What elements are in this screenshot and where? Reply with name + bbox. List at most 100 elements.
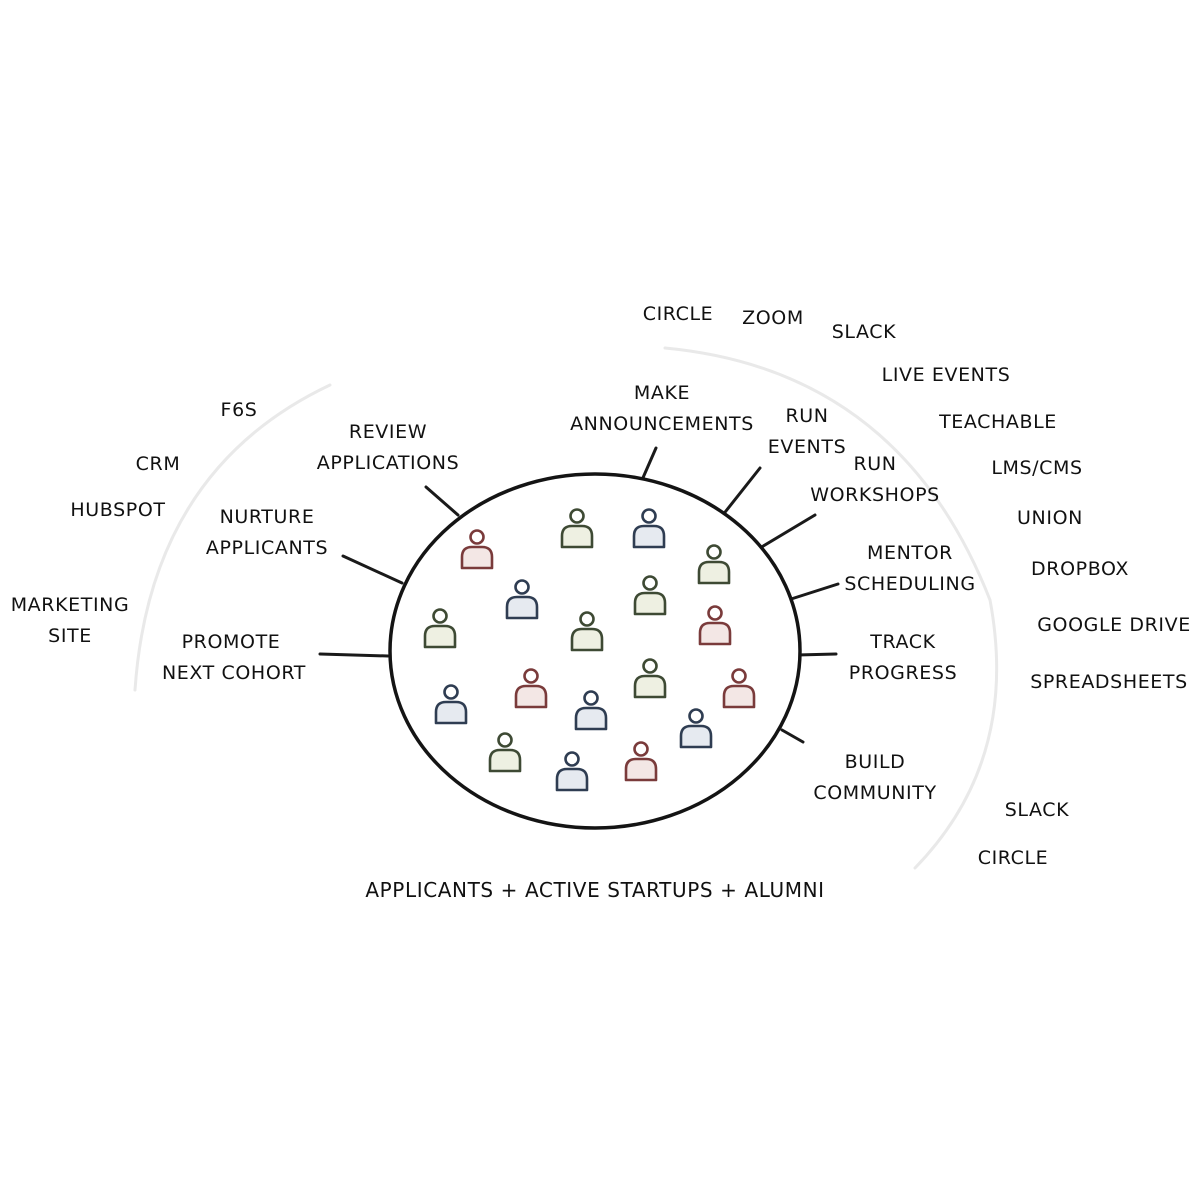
person-icon [679, 708, 713, 749]
person-head [633, 741, 649, 757]
activity-community-line1: BUILD [845, 751, 906, 773]
person-icon [697, 544, 731, 585]
spoke-review [424, 485, 460, 517]
person-body [514, 684, 548, 709]
spoke-community [780, 728, 805, 744]
spokes [318, 446, 840, 744]
person-head [569, 508, 585, 524]
person-head [707, 605, 723, 621]
person-icon [460, 529, 494, 570]
tool-union: UNION [1017, 507, 1083, 529]
person-head [432, 608, 448, 624]
tool-marketing-site-line2: SITE [48, 625, 92, 647]
person-icon [722, 668, 756, 709]
spoke-track [795, 652, 838, 657]
person-icon [434, 684, 468, 725]
activity-nurture-line2: APPLICANTS [206, 537, 328, 559]
person-body [574, 706, 608, 731]
activity-run-events-line1: RUN [785, 405, 828, 427]
person-head [443, 684, 459, 700]
activity-nurture-line1: NURTURE [220, 506, 315, 528]
tool-dropbox: DROPBOX [1031, 558, 1129, 580]
activity-review-line1: REVIEW [349, 421, 427, 443]
person-icon [423, 608, 457, 649]
spoke-run-events [720, 466, 762, 518]
activity-mentor-line2: SCHEDULING [844, 573, 975, 595]
person-head [497, 732, 513, 748]
tool-f6s: F6S [221, 399, 258, 421]
tool-crm: CRM [136, 453, 181, 475]
person-icon [633, 575, 667, 616]
person-body [560, 524, 594, 549]
left-arc [133, 383, 332, 692]
person-body [488, 748, 522, 773]
person-head [642, 575, 658, 591]
tool-spreadsheets: SPREADSHEETS [1030, 671, 1188, 693]
activity-community-line2: COMMUNITY [813, 782, 936, 804]
person-head [706, 544, 722, 560]
person-head [523, 668, 539, 684]
person-icon [560, 508, 594, 549]
tool-circle-top: CIRCLE [643, 303, 714, 325]
tool-hubspot: HUBSPOT [70, 499, 165, 521]
person-icon [514, 668, 548, 709]
activity-run-events-line2: EVENTS [768, 436, 847, 458]
spoke-promote [318, 652, 390, 658]
tool-google-drive: GOOGLE DRIVE [1037, 614, 1191, 636]
activity-announce-line2: ANNOUNCEMENTS [570, 413, 754, 435]
tool-zoom: ZOOM [742, 307, 804, 329]
activity-workshops-line1: RUN [853, 453, 896, 475]
spoke-nurture [341, 554, 404, 585]
person-body [722, 684, 756, 709]
spoke-announce [640, 446, 658, 482]
person-head [642, 658, 658, 674]
person-icon [488, 732, 522, 773]
activity-mentor-line1: MENTOR [867, 542, 953, 564]
person-body [505, 595, 539, 620]
person-body [633, 591, 667, 616]
activity-promote-line2: NEXT COHORT [162, 662, 306, 684]
tool-slack-top: SLACK [832, 321, 896, 343]
spoke-workshops [758, 513, 817, 550]
person-head [579, 611, 595, 627]
person-body [698, 621, 732, 646]
person-head [564, 751, 580, 767]
person-head [583, 690, 599, 706]
person-body [555, 767, 589, 792]
people-group [423, 508, 756, 792]
tool-marketing-site-line1: MARKETING [11, 594, 130, 616]
person-head [641, 508, 657, 524]
person-body [624, 757, 658, 782]
tool-slack-bottom: SLACK [1005, 799, 1069, 821]
person-icon [574, 690, 608, 731]
person-icon [570, 611, 604, 652]
person-body [632, 524, 666, 549]
activity-announce-line1: MAKE [634, 382, 690, 404]
tool-lms-cms: LMS/CMS [991, 457, 1082, 479]
person-icon [624, 741, 658, 782]
person-icon [698, 605, 732, 646]
person-body [633, 674, 667, 699]
person-body [679, 724, 713, 749]
tool-circle-bottom: CIRCLE [978, 847, 1049, 869]
person-body [460, 545, 494, 570]
person-icon [505, 579, 539, 620]
tool-teachable: TEACHABLE [938, 411, 1057, 433]
tool-live-events: LIVE EVENTS [882, 364, 1011, 386]
person-head [469, 529, 485, 545]
activity-promote-line1: PROMOTE [182, 631, 281, 653]
person-body [423, 624, 457, 649]
activity-review-line2: APPLICATIONS [317, 452, 460, 474]
spoke-mentor [786, 582, 840, 602]
person-icon [633, 658, 667, 699]
person-head [514, 579, 530, 595]
right-arc [663, 346, 999, 870]
person-icon [632, 508, 666, 549]
person-body [570, 627, 604, 652]
person-body [434, 700, 468, 725]
person-head [731, 668, 747, 684]
person-head [688, 708, 704, 724]
activity-track-line2: PROGRESS [849, 662, 957, 684]
person-icon [555, 751, 589, 792]
activity-track-line1: TRACK [869, 631, 935, 653]
